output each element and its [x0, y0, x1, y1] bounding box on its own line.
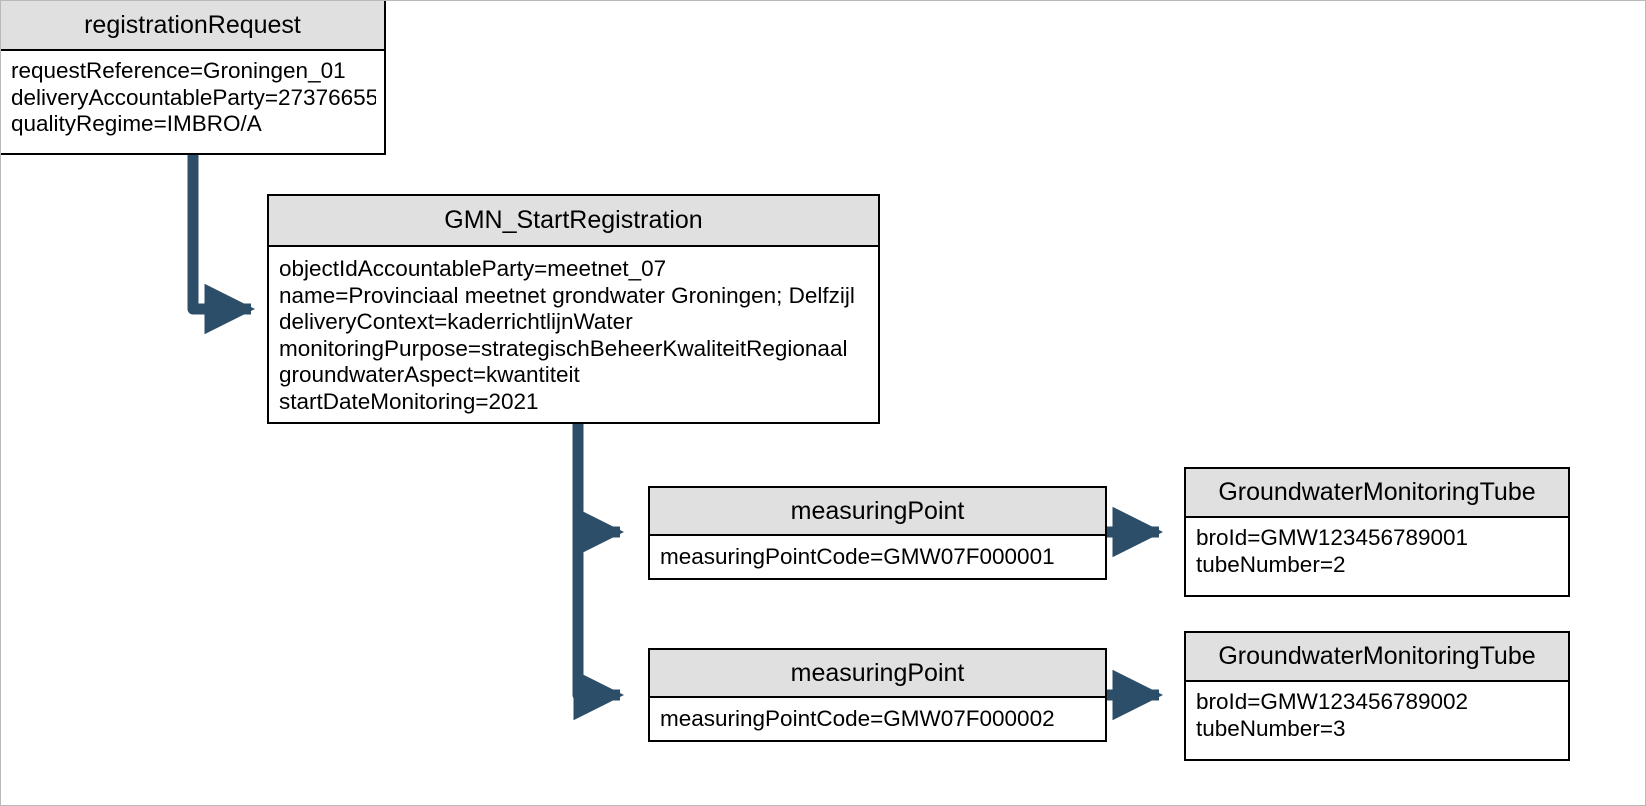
- attribute-delivery-accountable-party: deliveryAccountableParty=27376655: [11, 84, 376, 110]
- object-body-registration-request: requestReference=Groningen_01 deliveryAc…: [1, 51, 384, 153]
- object-header-gmn-start-registration: GMN_StartRegistration: [269, 196, 878, 247]
- object-header-measuring-point-1: measuringPoint: [650, 488, 1105, 536]
- object-header-monitoring-tube-1: GroundwaterMonitoringTube: [1186, 469, 1568, 518]
- object-body-measuring-point-2: measuringPointCode=GMW07F000002: [650, 698, 1105, 740]
- object-body-measuring-point-1: measuringPointCode=GMW07F000001: [650, 536, 1105, 578]
- attribute-object-id-accountable-party: objectIdAccountableParty=meetnet_07: [279, 256, 667, 281]
- connector-registration-request-to-gmn: [187, 155, 256, 335]
- attribute-groundwater-aspect: groundwaterAspect=kwantiteit: [279, 362, 580, 388]
- attribute-start-date-monitoring: startDateMonitoring=2021: [279, 388, 539, 414]
- object-body-monitoring-tube-2: broId=GMW123456789002 tubeNumber=3: [1186, 682, 1568, 759]
- attribute-measuring-point-code: measuringPointCode=GMW07F000001: [660, 544, 1055, 569]
- object-box-gmn-start-registration[interactable]: GMN_StartRegistration objectIdAccountabl…: [267, 194, 880, 424]
- attribute-quality-regime: qualityRegime=IMBRO/A: [11, 111, 262, 137]
- attribute-name: name=Provinciaal meetnet grondwater Gron…: [279, 282, 855, 308]
- attribute-bro-id: broId=GMW123456789002: [1196, 689, 1469, 714]
- object-box-measuring-point-1[interactable]: measuringPoint measuringPointCode=GMW07F…: [648, 486, 1107, 580]
- object-header-measuring-point-2: measuringPoint: [650, 650, 1105, 698]
- object-body-gmn-start-registration: objectIdAccountableParty=meetnet_07 name…: [269, 247, 878, 422]
- object-box-registration-request[interactable]: registrationRequest requestReference=Gro…: [1, 1, 386, 155]
- attribute-bro-id: broId=GMW123456789001: [1196, 525, 1469, 550]
- attribute-measuring-point-code: measuringPointCode=GMW07F000002: [660, 706, 1055, 731]
- attribute-request-reference: requestReference=Groningen_01: [11, 58, 346, 83]
- attribute-tube-number: tubeNumber=2: [1196, 551, 1346, 577]
- attribute-tube-number: tubeNumber=3: [1196, 715, 1346, 741]
- connector-gmn-to-measuring-point-1: [572, 424, 625, 558]
- object-header-monitoring-tube-2: GroundwaterMonitoringTube: [1186, 633, 1568, 682]
- object-box-monitoring-tube-1[interactable]: GroundwaterMonitoringTube broId=GMW12345…: [1184, 467, 1570, 597]
- object-box-measuring-point-2[interactable]: measuringPoint measuringPointCode=GMW07F…: [648, 648, 1107, 742]
- attribute-delivery-context: deliveryContext=kaderrichtlijnWater: [279, 309, 633, 335]
- object-body-monitoring-tube-1: broId=GMW123456789001 tubeNumber=2: [1186, 518, 1568, 595]
- attribute-monitoring-purpose: monitoringPurpose=strategischBeheerKwali…: [279, 335, 848, 361]
- connector-gmn-to-measuring-point-2: [572, 532, 625, 721]
- object-header-registration-request: registrationRequest: [1, 1, 384, 51]
- object-box-monitoring-tube-2[interactable]: GroundwaterMonitoringTube broId=GMW12345…: [1184, 631, 1570, 761]
